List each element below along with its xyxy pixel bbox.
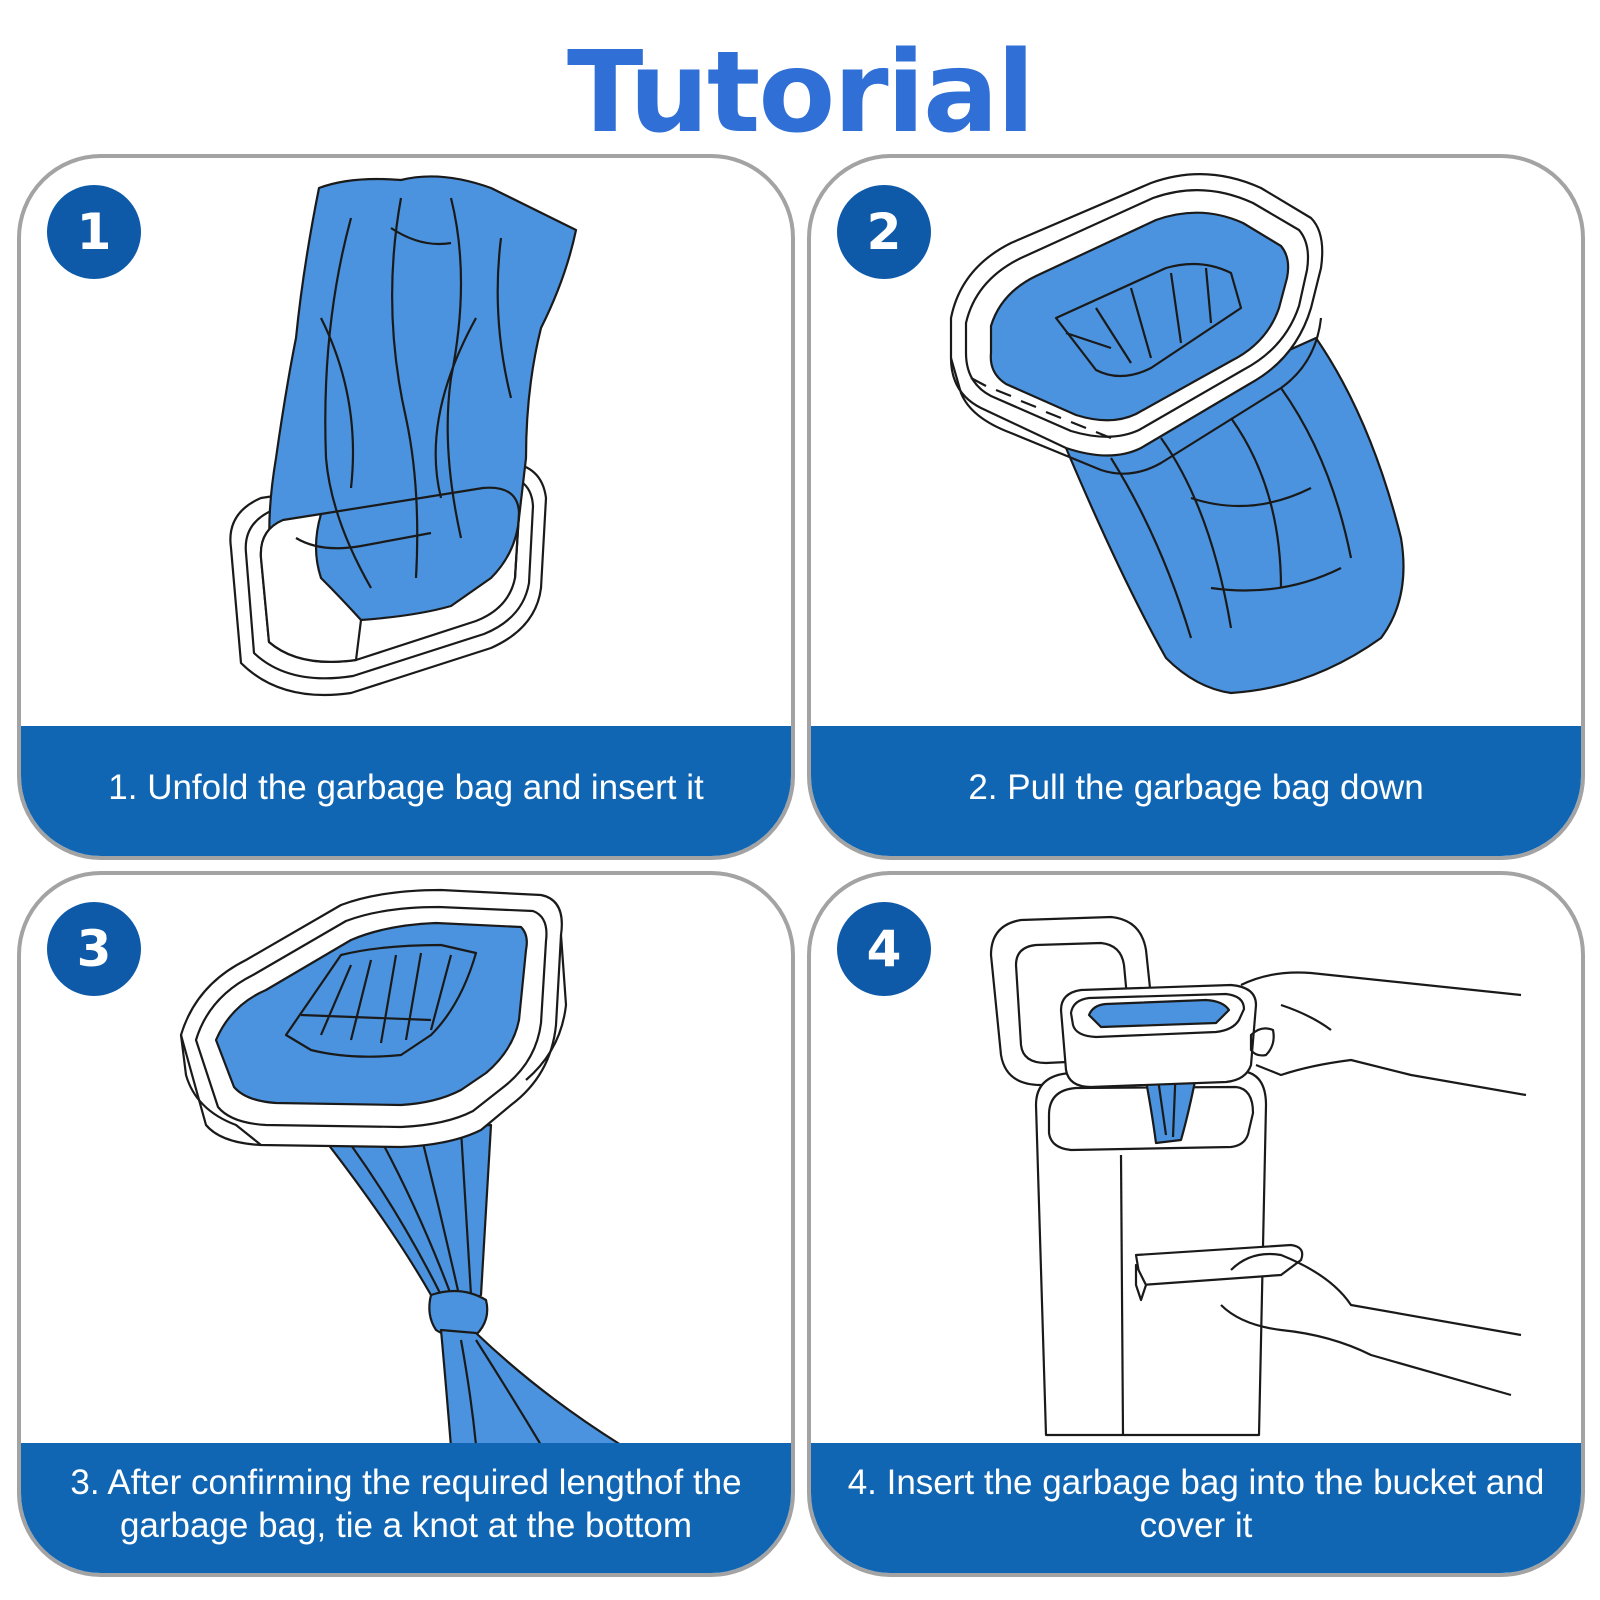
step-2-card: 2 2. Pull the garbage bag down: [807, 154, 1585, 860]
step-4-card: 4 4. Insert the garbage bag into the buc…: [807, 871, 1585, 1577]
step-3-card: 3 3. After confirming the required lengt…: [17, 871, 795, 1577]
step-caption-bar: 4. Insert the garbage bag into the bucke…: [811, 1443, 1581, 1573]
step-caption: 3. After confirming the required lengtho…: [70, 1463, 742, 1545]
step-caption: 1. Unfold the garbage bag and insert it: [108, 767, 704, 807]
bag-pulled-through-frame-illustration: [949, 173, 1405, 695]
step-1-card: 1 1. Unfold the garbage bag and insert i…: [17, 154, 795, 860]
step-number-badge: 2: [837, 185, 931, 279]
step-caption-bar: 1. Unfold the garbage bag and insert it: [21, 726, 791, 856]
step-caption-bar: 2. Pull the garbage bag down: [811, 726, 1581, 856]
page-title: Tutorial: [567, 28, 1035, 158]
step-number-badge: 4: [837, 902, 931, 996]
step-number-badge: 1: [47, 185, 141, 279]
step-caption: 4. Insert the garbage bag into the bucke…: [847, 1463, 1545, 1545]
bag-inserted-into-frame-illustration: [229, 175, 578, 697]
step-caption-bar: 3. After confirming the required lengtho…: [21, 1443, 791, 1573]
bag-knotted-below-frame-illustration: [179, 888, 623, 1447]
frame-placed-into-bin-illustration: [989, 915, 1527, 1437]
step-caption: 2. Pull the garbage bag down: [968, 767, 1424, 807]
step-number-badge: 3: [47, 902, 141, 996]
